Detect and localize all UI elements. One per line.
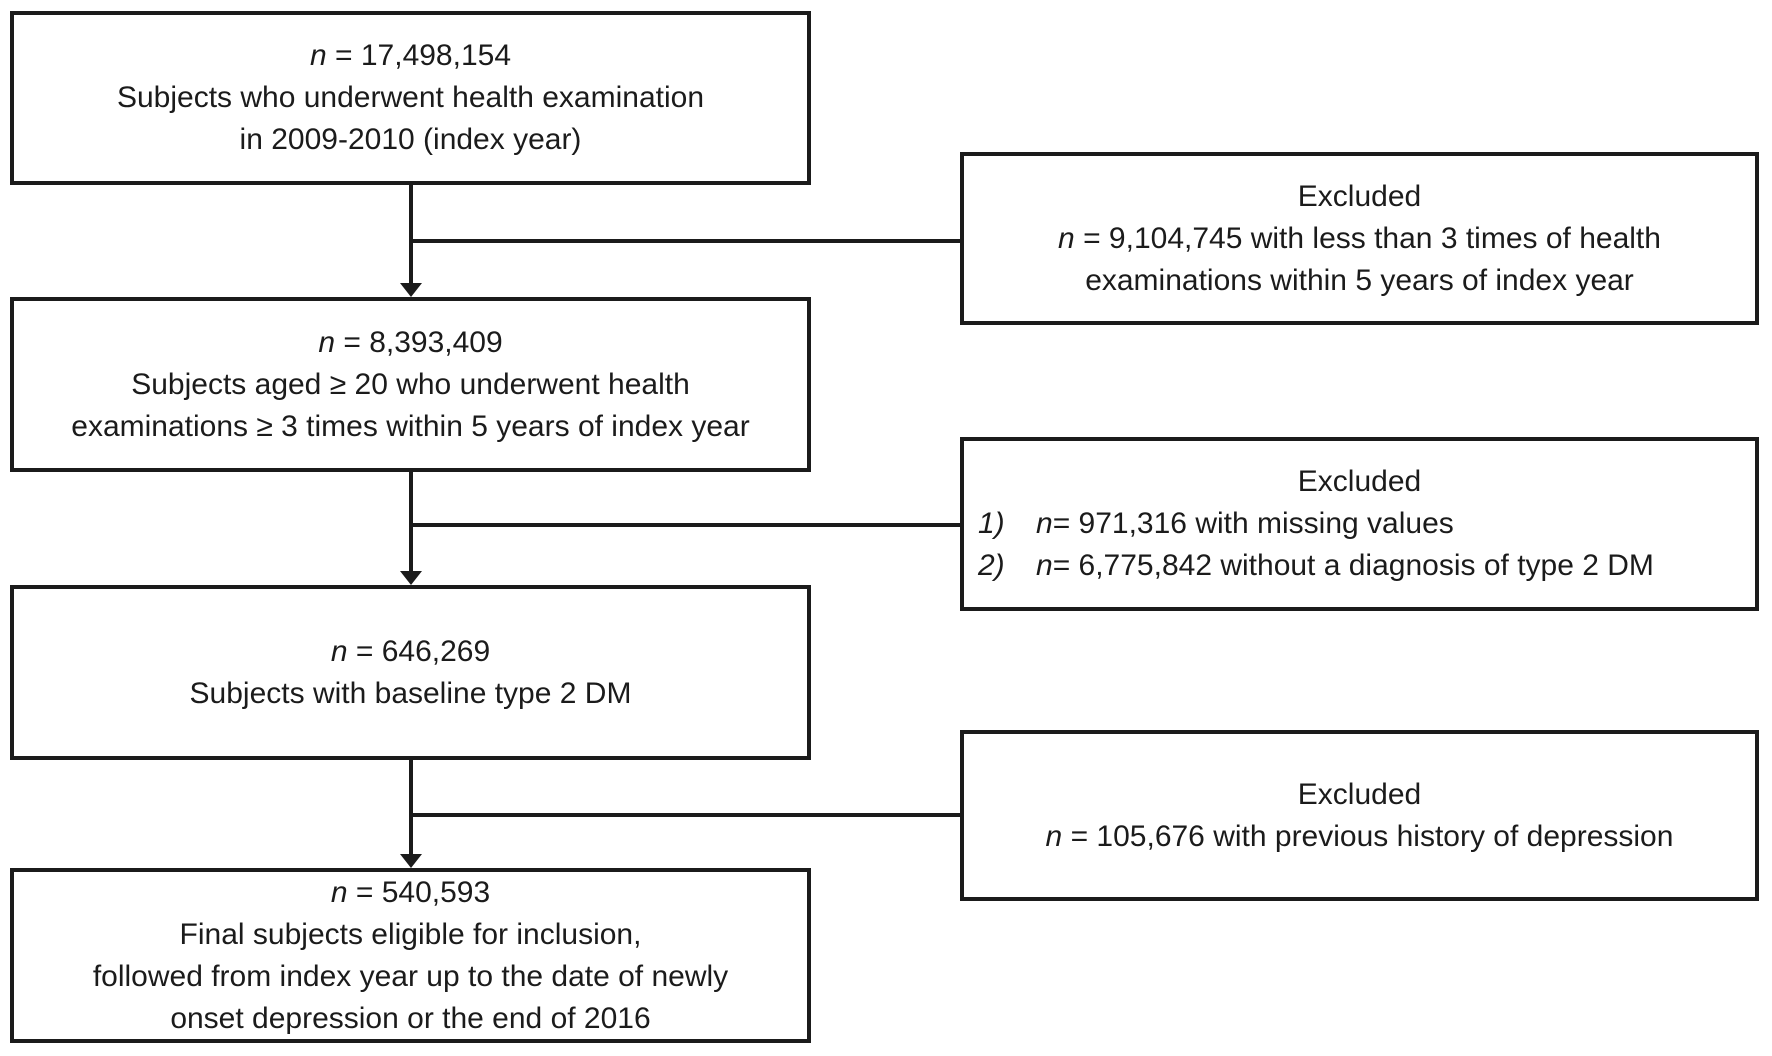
box-text-line: Subjects who underwent health examinatio… [116,81,705,114]
flow-box-aged-20-cohort: n = 8,393,409 Subjects aged ≥ 20 who und… [10,297,811,472]
flow-box-excluded-1: Excluded n = 9,104,745 with less than 3 … [960,152,1759,325]
excluded-count-value: = 105,676 with previous history of depre… [1062,819,1674,853]
arrow-down-icon [400,571,422,585]
n-count-value: = 540,593 [347,875,491,909]
box-text-line: Subjects with baseline type 2 DM [189,676,632,710]
box-text-line: in 2009-2010 (index year) [239,123,582,156]
connector-branch-3 [411,813,960,817]
n-symbol: n [1045,819,1063,853]
n-count-line: n = 646,269 [331,631,490,673]
box-text-line: followed from index year up to the date … [92,959,729,993]
flow-box-final-subjects: n = 540,593 Final subjects eligible for … [10,868,811,1043]
excluded-count-value: = 971,316 with missing values [1052,507,1454,540]
connector-branch-1 [411,239,960,243]
item-marker: 2) [978,549,1005,582]
excluded-item-1: 1) n = 971,316 with missing values [964,503,1755,545]
arrow-down-icon [400,283,422,297]
box-text-line: Final subjects eligible for inclusion, [179,917,642,951]
arrow-down-icon [400,854,422,868]
n-symbol: n [318,325,336,359]
n-symbol: n [330,634,348,668]
n-symbol: n [330,875,348,909]
n-count-value: = 8,393,409 [335,325,503,359]
n-count-line: n = 540,593 [331,872,490,914]
excluded-item-2: 2) n = 6,775,842 without a diagnosis of t… [964,545,1755,587]
flow-box-baseline-dm: n = 646,269 Subjects with baseline type … [10,585,811,760]
n-symbol: n [1058,221,1075,255]
n-count-line: n = 17,498,154 [310,35,511,77]
n-count-line: n = 8,393,409 [318,322,502,364]
box-text-line: examinations ≥ 3 times within 5 years of… [71,409,750,443]
flow-box-excluded-2: Excluded 1) n = 971,316 with missing valu… [960,437,1759,611]
flow-box-initial-cohort: n = 17,498,154 Subjects who underwent he… [10,11,811,185]
n-symbol: n [309,39,327,72]
box-text-line: onset depression or the end of 2016 [170,1001,651,1035]
n-count-value: = 646,269 [347,634,491,668]
excluded-text-line: examinations within 5 years of index yea… [1085,263,1634,297]
n-symbol: n [1036,507,1053,540]
box-text-line: Subjects aged ≥ 20 who underwent health [131,367,690,401]
excluded-text-line: n = 105,676 with previous history of dep… [1046,816,1674,858]
n-symbol: n [1036,549,1053,582]
excluded-title: Excluded [1297,179,1422,213]
connector-vertical-1 [409,185,413,283]
flow-box-excluded-3: Excluded n = 105,676 with previous histo… [960,730,1759,901]
connector-branch-2 [411,523,960,527]
n-count-value: = 17,498,154 [326,39,512,72]
excluded-text-line: n = 9,104,745 with less than 3 times of … [1058,218,1661,260]
excluded-title: Excluded [1297,777,1422,811]
excluded-count-value: = 6,775,842 without a diagnosis of type … [1052,549,1654,582]
excluded-count-value: = 9,104,745 with less than 3 times of he… [1074,221,1661,255]
connector-vertical-2 [409,472,413,571]
excluded-title: Excluded [1297,465,1422,498]
item-marker: 1) [978,507,1005,540]
connector-vertical-3 [409,760,413,854]
